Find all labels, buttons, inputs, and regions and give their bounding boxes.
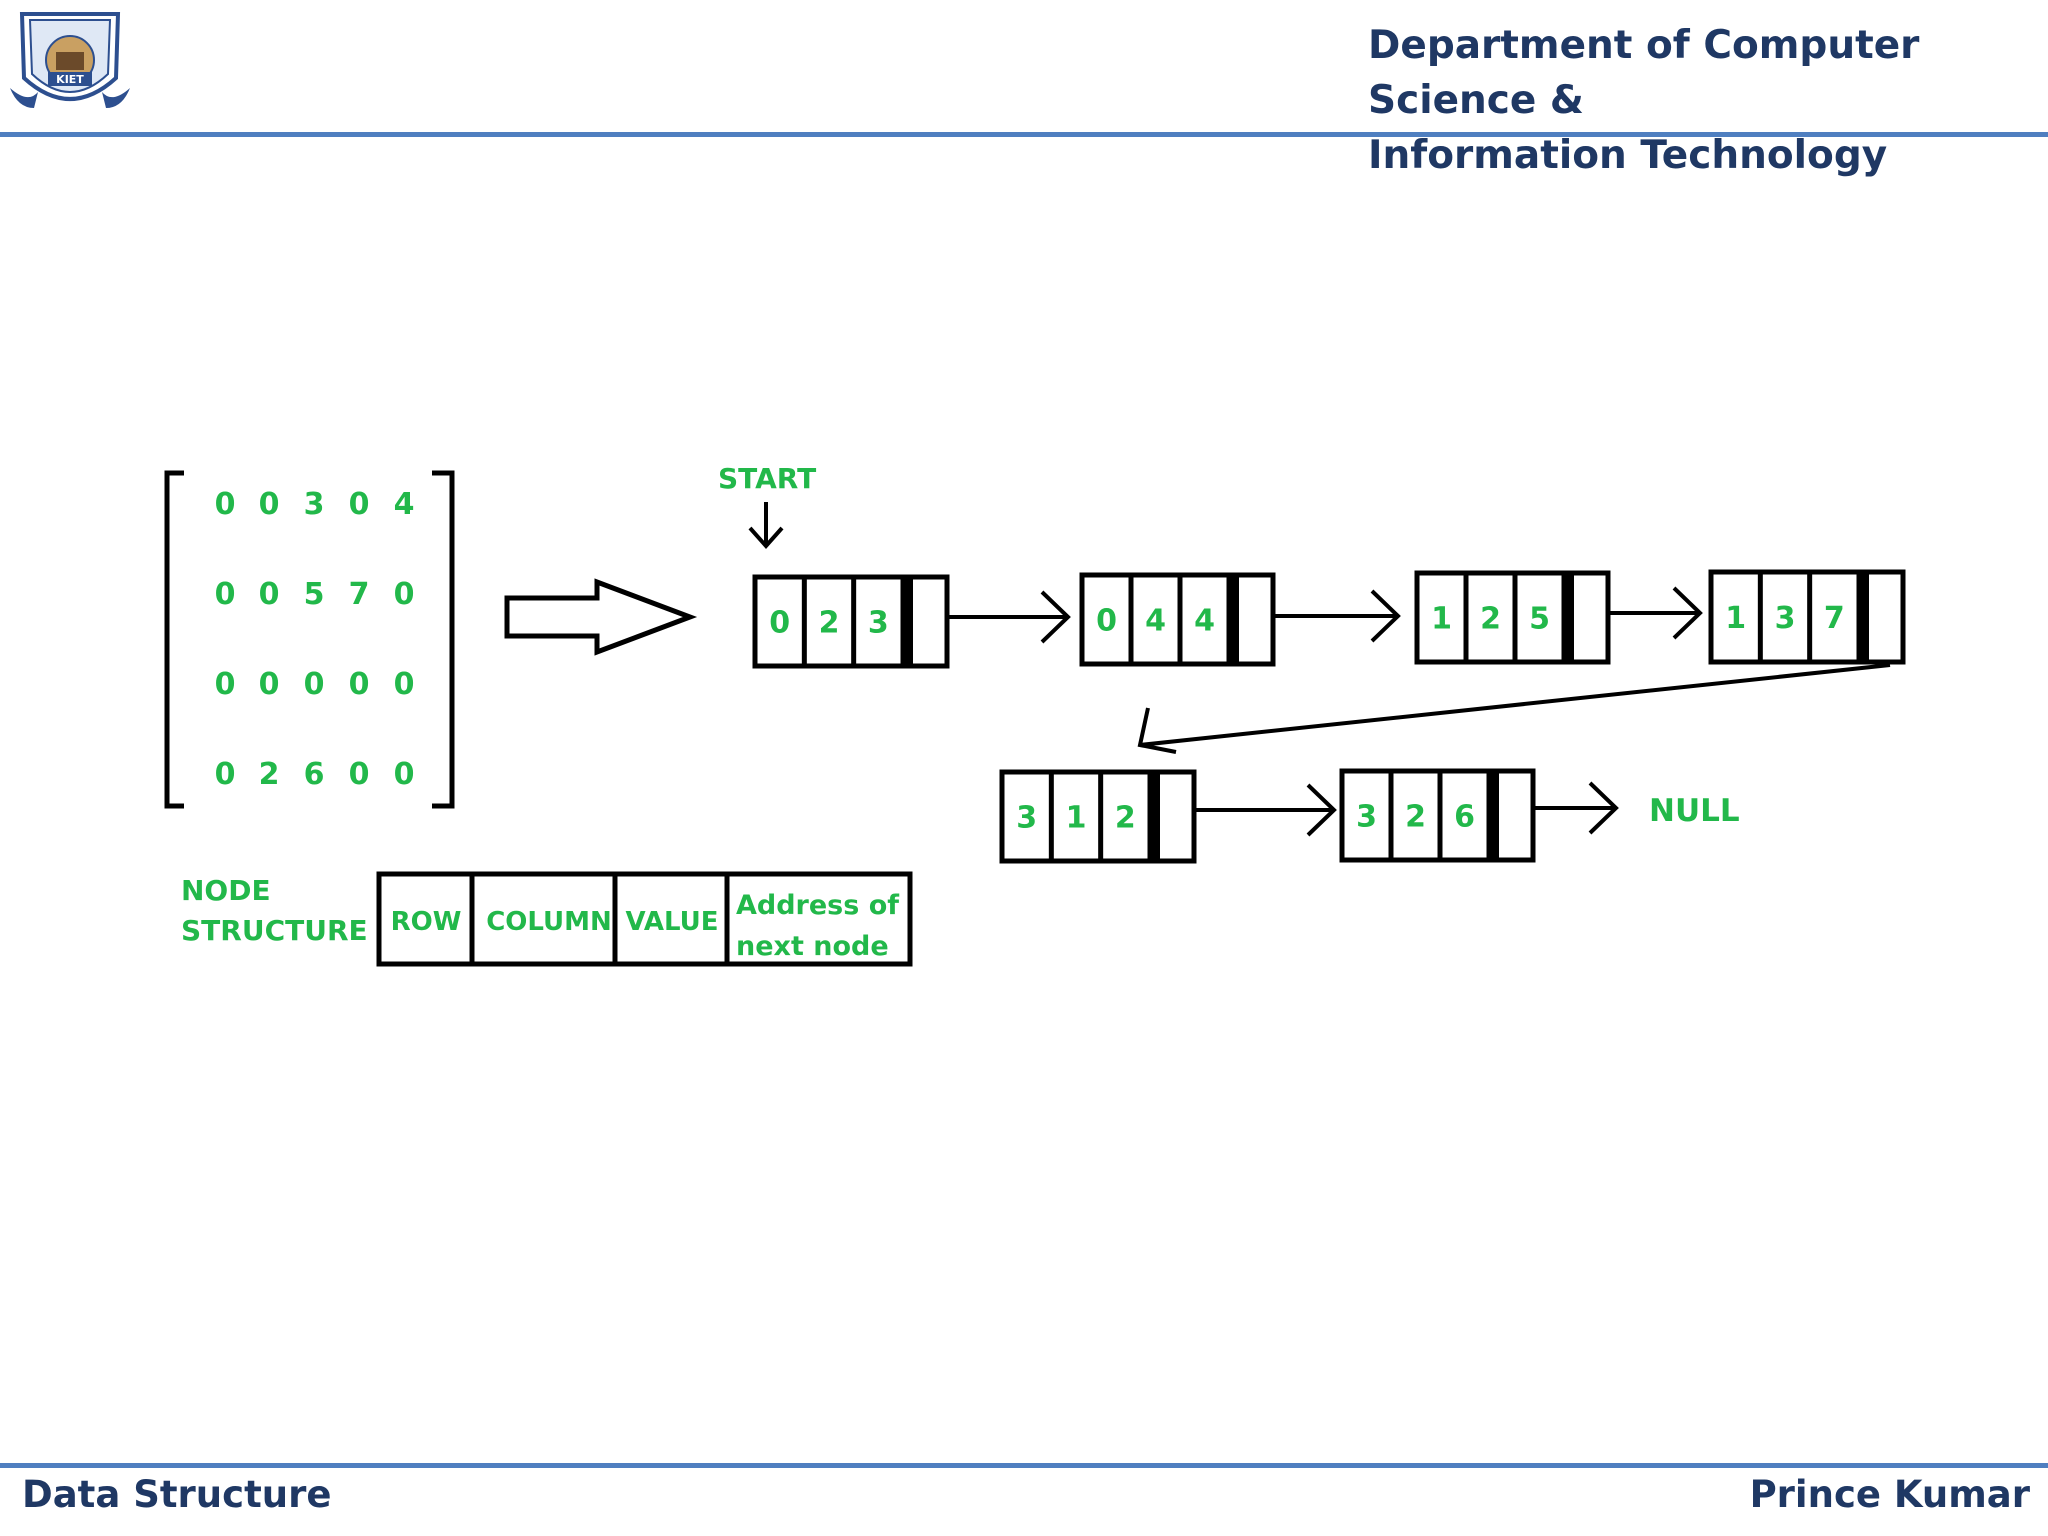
matrix-cell: 7: [349, 577, 370, 612]
link-arrow-1: [948, 590, 1071, 644]
matrix-cell: 6: [304, 757, 325, 792]
node-value: 6: [1454, 800, 1475, 835]
node-column-value: 2: [1480, 602, 1501, 637]
link-arrow-5: [1194, 783, 1337, 837]
header-divider: [0, 132, 2048, 137]
start-label: START: [718, 462, 816, 495]
matrix-left-bracket: [164, 470, 184, 809]
node-column-value: 2: [819, 606, 840, 641]
node-row-value: 3: [1356, 800, 1377, 835]
start-arrow: [748, 502, 784, 550]
matrix-cell: 0: [215, 667, 236, 702]
null-label: NULL: [1649, 793, 1740, 829]
matrix-right-bracket: [432, 470, 455, 809]
node-row-value: 3: [1016, 801, 1037, 836]
matrix-cell: 0: [259, 487, 280, 522]
footer-author: Prince Kumar: [1749, 1473, 2030, 1516]
node-value: 5: [1529, 602, 1550, 637]
node-column-value: 4: [1145, 604, 1166, 639]
matrix-cell: 0: [215, 757, 236, 792]
link-arrow-2: [1274, 589, 1401, 643]
matrix-cell: 0: [349, 487, 370, 522]
matrix-cell: 0: [349, 667, 370, 702]
matrix-cell: 0: [259, 667, 280, 702]
conversion-arrow: [504, 578, 698, 656]
link-arrow-3: [1609, 586, 1703, 640]
matrix-cell: 0: [215, 577, 236, 612]
node-column-value: 1: [1066, 801, 1087, 836]
node-field-row: ROW: [391, 907, 462, 937]
matrix-cell: 0: [349, 757, 370, 792]
node-value: 4: [1194, 604, 1215, 639]
footer-course: Data Structure: [22, 1473, 332, 1516]
node-row-value: 1: [1431, 602, 1452, 637]
matrix-cell: 4: [394, 487, 415, 522]
link-arrow-wrap: [1137, 663, 1891, 754]
node-structure-box: [376, 871, 913, 967]
matrix-cell: 0: [259, 577, 280, 612]
node-value: 2: [1115, 801, 1136, 836]
matrix-cell: 0: [394, 577, 415, 612]
node-field-column: COLUMN: [486, 907, 612, 937]
node-field-address-line2: next node: [736, 931, 889, 962]
matrix-cell: 0: [394, 667, 415, 702]
node-field-address-line1: Address of: [736, 890, 899, 921]
matrix-cell: 0: [394, 757, 415, 792]
matrix-cell: 2: [259, 757, 280, 792]
header-title-line1: Department of Computer Science &: [1368, 23, 1920, 123]
node-structure-label-line2: STRUCTURE: [181, 914, 368, 947]
node-value: 3: [868, 606, 889, 641]
matrix-cell: 0: [215, 487, 236, 522]
node-row-value: 0: [769, 606, 790, 641]
node-column-value: 3: [1775, 601, 1796, 636]
kiet-logo: KIET: [10, 12, 130, 108]
link-arrow-null: [1533, 781, 1619, 835]
matrix-cell: 0: [304, 667, 325, 702]
logo-text: KIET: [56, 73, 84, 86]
node-field-value: VALUE: [626, 907, 719, 937]
header-title-line2: Information Technology: [1368, 133, 1888, 178]
node-structure-label-line1: NODE: [181, 874, 271, 907]
node-column-value: 2: [1405, 800, 1426, 835]
matrix-cell: 5: [304, 577, 325, 612]
node-row-value: 1: [1725, 601, 1746, 636]
node-value: 7: [1824, 601, 1845, 636]
header-title: Department of Computer Science & Informa…: [1368, 18, 2048, 183]
matrix-cell: 3: [304, 487, 325, 522]
footer-divider: [0, 1463, 2048, 1468]
node-row-value: 0: [1096, 604, 1117, 639]
